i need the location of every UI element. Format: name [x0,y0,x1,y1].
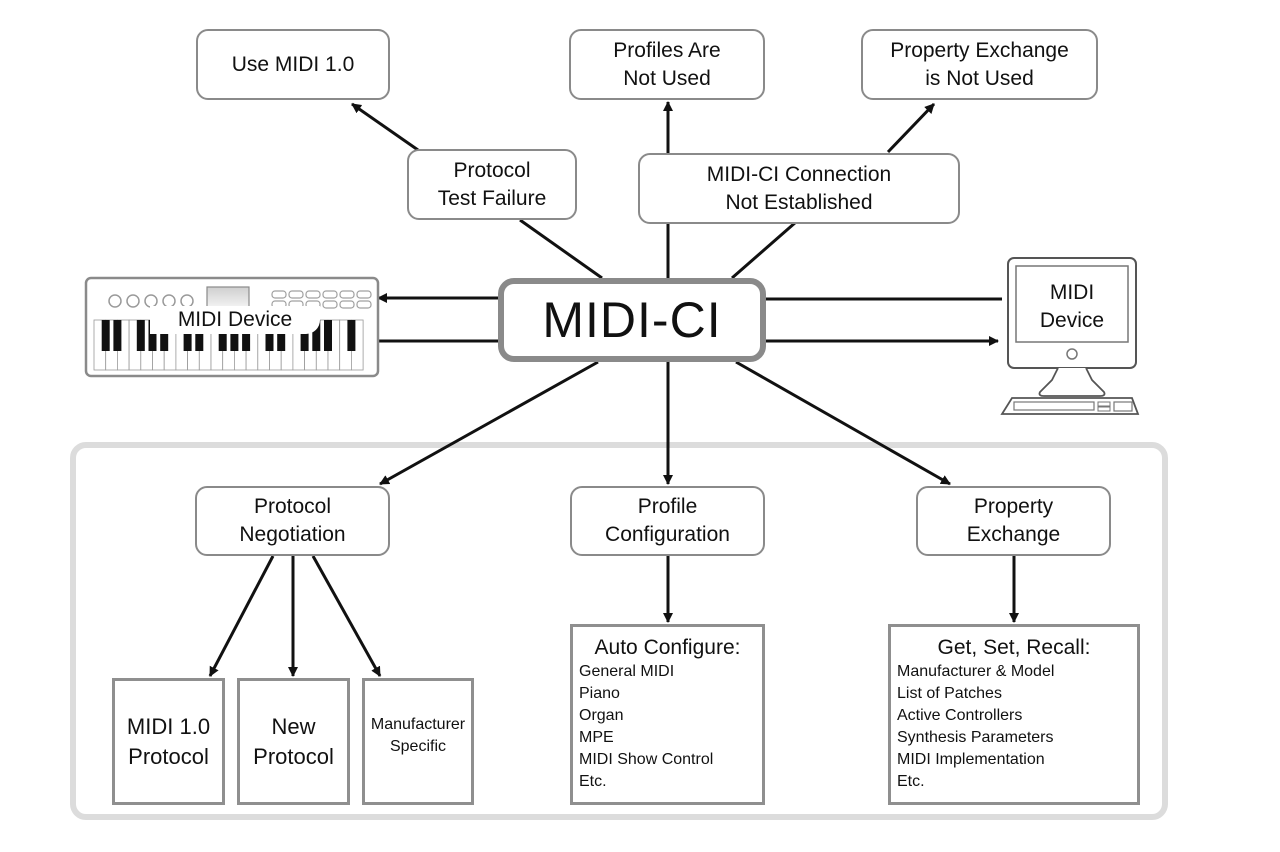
arrow-center-to-connection [731,220,797,280]
node-label-line-2: Not Used [623,66,711,90]
computer-icon [1000,257,1140,415]
node-label-line-1: Protocol [453,158,531,182]
black-key [183,320,192,351]
black-key [160,320,169,351]
midi-ci-label: MIDI-CI [542,292,722,348]
node-label-line-2: is Not Used [925,66,1034,90]
arrow-negotiation-to-manufacturer-specific [311,555,382,677]
black-key [230,320,239,351]
black-key [277,320,286,351]
option-label-line-1: MIDI 1.0 [126,713,211,739]
get-set-recall-item: Synthesis Parameters [897,729,1054,746]
option-label-line-1: Manufacturer [370,715,466,733]
node-use-midi-1-0: Use MIDI 1.0 [196,29,390,100]
arrow-connection-to-pe-not-used [886,102,936,154]
black-key [300,320,309,351]
auto-configure-title: Auto Configure: [594,636,741,659]
auto-configure-item: MIDI Show Control [579,751,714,768]
black-key [265,320,274,351]
arrow-negotiation-to-midi1-protocol [208,555,275,677]
get-set-recall-item: List of Patches [897,685,1002,702]
get-set-recall-title: Get, Set, Recall: [937,636,1091,659]
keyboard-icon [84,276,380,378]
right-device-label-line-2: Device [1039,309,1105,332]
black-key [101,320,110,351]
left-device-label: MIDI Device [150,306,320,334]
get-set-recall-box: Get, Set, Recall: Manufacturer & Model L… [888,624,1140,805]
option-midi-1-0-protocol: MIDI 1.0 Protocol [112,678,225,805]
black-key [242,320,251,351]
node-protocol-negotiation: Protocol Negotiation [195,486,390,556]
node-label-line-1: Property [973,495,1054,518]
get-set-recall-item: Active Controllers [897,707,1023,724]
option-manufacturer-specific: Manufacturer Specific [362,678,474,805]
midi-ci-center-node: MIDI-CI [498,278,766,362]
node-label-line-2: Configuration [605,523,730,546]
node-profiles-not-used: Profiles Are Not Used [569,29,765,100]
arrow-center-to-protocol-test-failure [519,218,603,280]
right-device-label-line-1: MIDI [1049,281,1095,304]
get-set-recall-item: Etc. [897,773,925,790]
black-key [148,320,157,351]
node-label-line-2: Not Established [725,190,873,214]
node-profile-configuration: Profile Configuration [570,486,765,556]
option-label-line-1: New [271,713,316,739]
auto-configure-box: Auto Configure: General MIDI Piano Organ… [570,624,765,805]
auto-configure-item: Organ [579,707,624,724]
black-key [218,320,227,351]
auto-configure-item: MPE [579,729,614,746]
arrow-center-to-property-exchange [735,360,951,486]
get-set-recall-item: MIDI Implementation [897,751,1045,768]
node-label-line-1: Profiles Are [613,38,721,62]
node-property-exchange: Property Exchange [916,486,1111,556]
node-label-line-1: MIDI-CI Connection [706,162,892,186]
node-label-line-2: Negotiation [239,523,346,546]
midi-ci-capabilities-group [70,442,1168,820]
black-key [312,320,321,351]
black-key [136,320,145,351]
auto-configure-item: Etc. [579,773,607,790]
black-key [347,320,356,351]
left-device-label-text: MIDI Device [177,308,293,331]
node-label-line-1: Profile [637,495,698,518]
auto-configure-item: General MIDI [579,663,675,680]
node-label-line-1: Property Exchange [890,38,1069,62]
node-protocol-test-failure: Protocol Test Failure [407,149,577,220]
black-key [324,320,332,351]
option-new-protocol: New Protocol [237,678,350,805]
get-set-recall-item: Manufacturer & Model [897,663,1055,680]
option-label-line-2: Specific [389,737,447,755]
arrow-test-failure-to-use-midi1 [351,102,419,152]
node-label: Use MIDI 1.0 [231,52,355,76]
node-label-line-1: Protocol [253,495,332,518]
right-device-label: MIDI Device [1018,279,1126,335]
option-label-line-2: Protocol [128,743,209,769]
arrow-center-to-protocol-negotiation [379,360,599,486]
node-label-line-2: Exchange [966,523,1061,546]
black-key [113,320,122,351]
black-key [195,320,204,351]
node-connection-not-established: MIDI-CI Connection Not Established [638,153,960,224]
option-label-line-2: Protocol [253,743,334,769]
auto-configure-item: Piano [579,685,620,702]
node-property-exchange-not-used: Property Exchange is Not Used [861,29,1098,100]
node-label-line-2: Test Failure [437,186,547,210]
